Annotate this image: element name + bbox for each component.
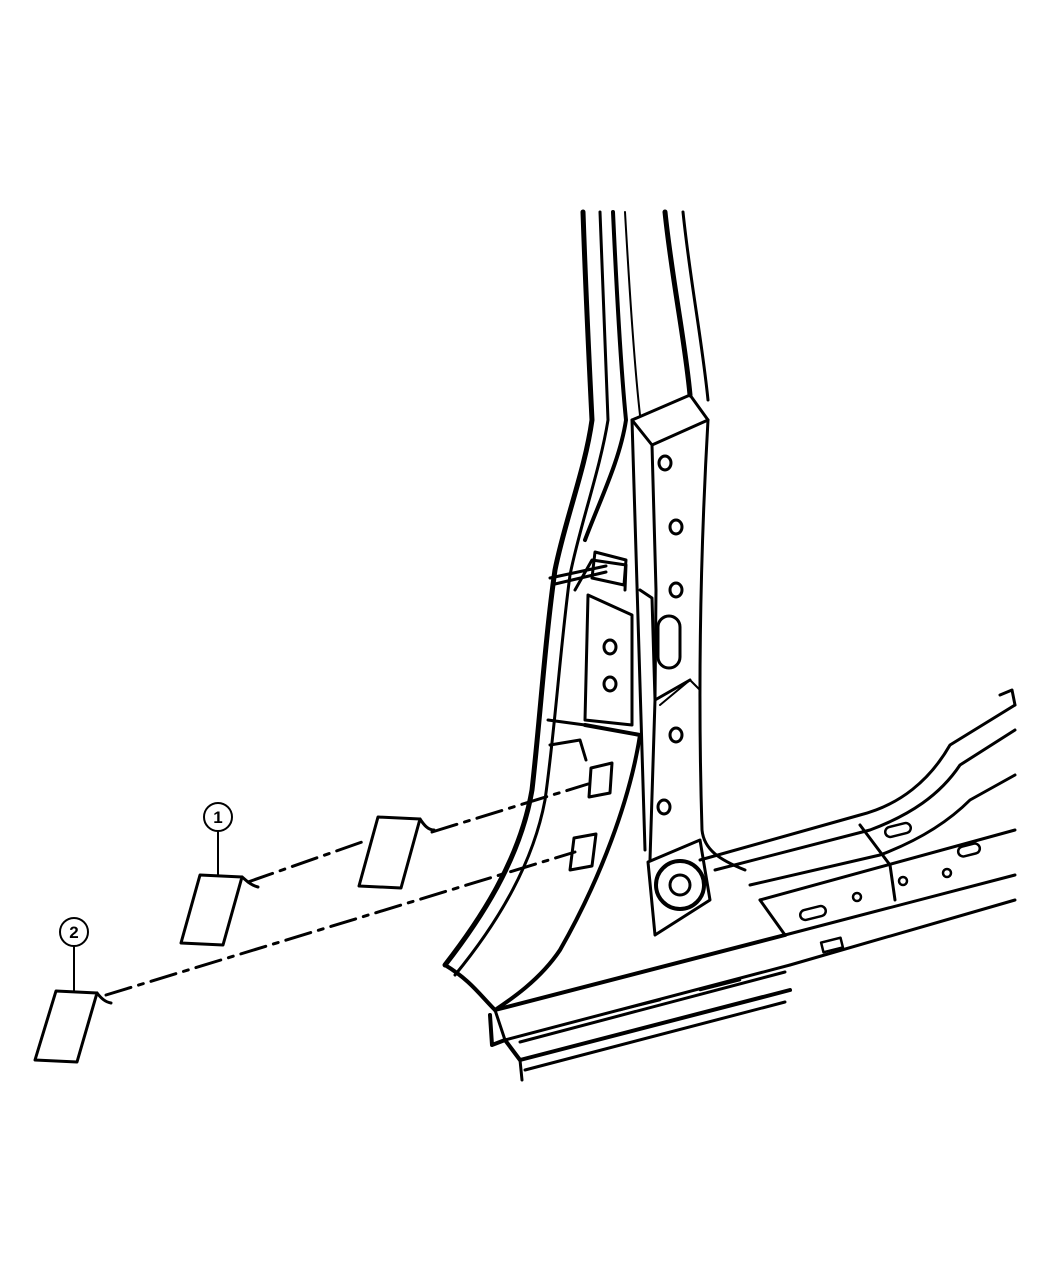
assembly-line-lower [104,850,577,997]
rear-floor-line-4 [758,828,1017,902]
clip-pocket-upper [587,761,614,799]
pillar-flange-a [583,210,628,542]
pillar-base-inner [546,718,587,727]
callout-2 [59,917,89,993]
pillar-outer-edge [442,209,595,968]
rear-tab [998,688,1017,707]
pillar-hole-3 [668,581,684,599]
pillar-base-slant [548,738,588,762]
bracket-hole-2 [602,675,618,693]
assembly-line-upper [246,840,364,884]
rocker-hole-2 [897,875,909,887]
rocker-bottom [503,988,792,1062]
inner-bracket [583,593,634,727]
clip-pocket-lower [568,832,598,872]
b-pillar-rear-edge [662,209,693,398]
rocker-slot-3 [956,842,982,858]
pillar-outer-edge-inner [453,210,610,977]
rocker-hole-1 [851,891,863,903]
callout-1-number: 1 [213,808,222,827]
rocker-top [443,933,787,1012]
rear-floor-line-5 [783,873,1017,937]
crossbar-line-1 [548,564,608,580]
rear-floor-line-3 [748,773,1017,887]
rocker-slot-4 [819,936,845,954]
inner-bracket-top [573,558,628,592]
b-pillar-panel [630,393,710,447]
bracket-hole-1 [602,638,618,656]
pillar-base-hole-inner [668,873,692,897]
crossbar-line-2 [553,570,608,586]
pillar-base-plate [646,838,712,937]
pillar-base-curve [493,723,642,1012]
patch-part-1b [357,815,436,890]
b-pillar-rear-edge-2 [681,210,710,402]
pillar-slot [656,614,682,670]
pillar-hole-2 [668,518,684,536]
callout-2-number: 2 [69,923,78,942]
rocker-bottom-2 [518,1058,524,1082]
rear-floor-line-6 [788,898,1017,967]
b-pillar-left-face [630,418,647,852]
rocker-dash [618,978,742,1012]
b-pillar-mid-band [638,588,692,702]
b-pillar-front [648,443,658,862]
pillar-hole-1 [657,454,673,472]
rocker-flange-2 [523,1000,787,1072]
callout-1 [203,802,233,876]
pillar-base-hole-outer [654,859,706,911]
rocker-hole-3 [941,867,953,879]
patch-part-1a [179,873,260,947]
body-structure [442,209,1017,1082]
rocker-slot-2 [883,821,913,839]
pillar-flange-b [624,211,641,416]
patch-part-2 [33,989,113,1064]
rear-floor-line-1 [698,703,1017,862]
assembly-line-upper-2 [430,782,590,834]
assembly-lines [104,782,590,997]
rocker-lower [488,1013,507,1047]
pillar-hole-4 [668,726,684,744]
b-pillar-fold [659,679,701,706]
rocker-slot-1 [798,904,828,922]
rear-step [758,823,897,937]
pillar-hole-5 [656,798,672,816]
b-pillar-right-face [698,418,747,872]
rocker-flange-1 [518,970,787,1044]
rear-floor-line-2 [713,728,1017,872]
